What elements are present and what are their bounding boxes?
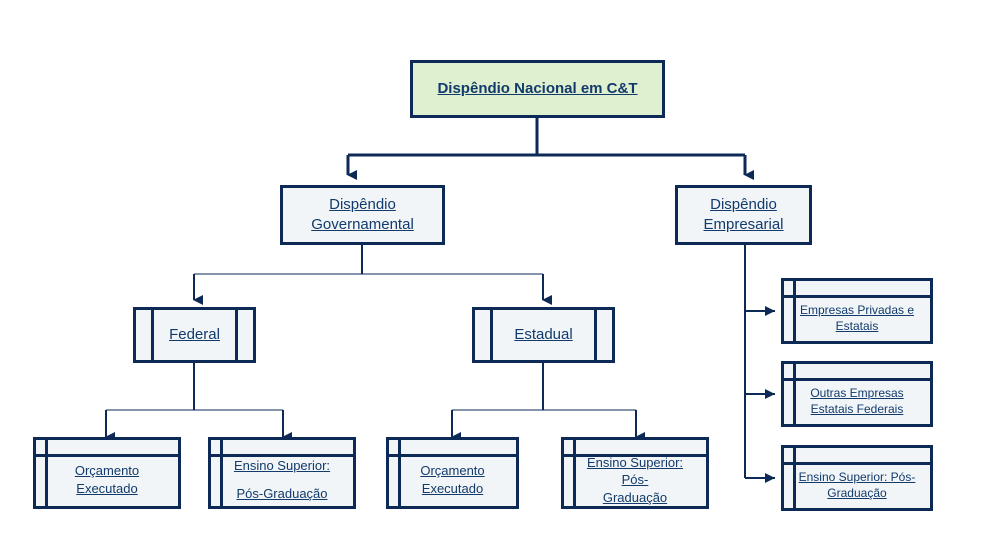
node-label: Empresas Privadas e Estatais	[792, 302, 922, 334]
node-label-line-1: Ensino Superior: Pós-	[798, 469, 916, 484]
node-empresarial-ensino-superior[interactable]: Ensino Superior: Pós- Graduação	[781, 445, 933, 511]
node-label-line-1: Ensino Superior: Pós-	[586, 454, 684, 488]
node-label: Dispêndio Governamental	[311, 195, 414, 233]
node-label-line-2: Graduação	[602, 489, 668, 505]
node-label: Orçamento Executado	[36, 462, 178, 497]
node-label-line-1: Ensino Superior:	[233, 458, 331, 474]
node-label-line-1: Orçamento Executado	[74, 463, 140, 496]
node-label: Estadual	[514, 325, 573, 343]
node-label: Outras Empresas Estatais Federais	[802, 385, 911, 417]
node-federal-ensino-superior[interactable]: Ensino Superior: Pós-Graduação	[208, 437, 356, 509]
node-label-line-2: Executado	[421, 481, 484, 496]
node-estadual[interactable]: Estadual	[472, 307, 615, 363]
node-label: Dispêndio Nacional em C&T	[437, 79, 638, 97]
node-label: Federal	[169, 325, 220, 343]
node-federal-orcamento-executado[interactable]: Orçamento Executado	[33, 437, 181, 509]
node-dispendio-governamental[interactable]: Dispêndio Governamental	[280, 185, 445, 245]
node-label: Ensino Superior: Pós-Graduação	[226, 457, 338, 502]
node-label-line-2: Pós-Graduação	[236, 486, 328, 501]
connector-estadual-to-leaves	[451, 363, 645, 442]
node-label-line-1: Empresas Privadas e	[799, 302, 915, 317]
node-dispendio-nacional[interactable]: Dispêndio Nacional em C&T	[410, 60, 665, 118]
node-label: Orçamento Executado	[412, 462, 492, 497]
connector-empresarial-to-leaves	[744, 245, 775, 483]
node-label-line-2: Estatais Federais	[810, 402, 904, 416]
node-federal[interactable]: Federal	[133, 307, 256, 363]
node-label: Ensino Superior: Pós- Graduação	[564, 454, 706, 507]
node-label-line-1: Outras Empresas	[810, 385, 904, 400]
line-spacer	[234, 475, 330, 485]
connector-gov-to-level3	[193, 245, 552, 305]
node-dispendio-empresarial[interactable]: Dispêndio Empresarial	[675, 185, 812, 245]
node-label: Dispêndio Empresarial	[703, 195, 784, 233]
node-outras-empresas-estatais-federais[interactable]: Outras Empresas Estatais Federais	[781, 361, 933, 427]
node-label-line-2: Estatais	[835, 319, 879, 333]
connector-root-to-level2	[346, 118, 754, 180]
node-label: Ensino Superior: Pós- Graduação	[791, 469, 924, 501]
node-estadual-orcamento-executado[interactable]: Orçamento Executado	[386, 437, 519, 509]
node-label-line-2: Graduação	[827, 486, 887, 500]
node-estadual-ensino-superior[interactable]: Ensino Superior: Pós- Graduação	[561, 437, 709, 509]
node-empresas-privadas-estatais[interactable]: Empresas Privadas e Estatais	[781, 278, 933, 344]
node-label-line-1: Orçamento	[420, 463, 485, 479]
connector-federal-to-leaves	[105, 363, 292, 442]
